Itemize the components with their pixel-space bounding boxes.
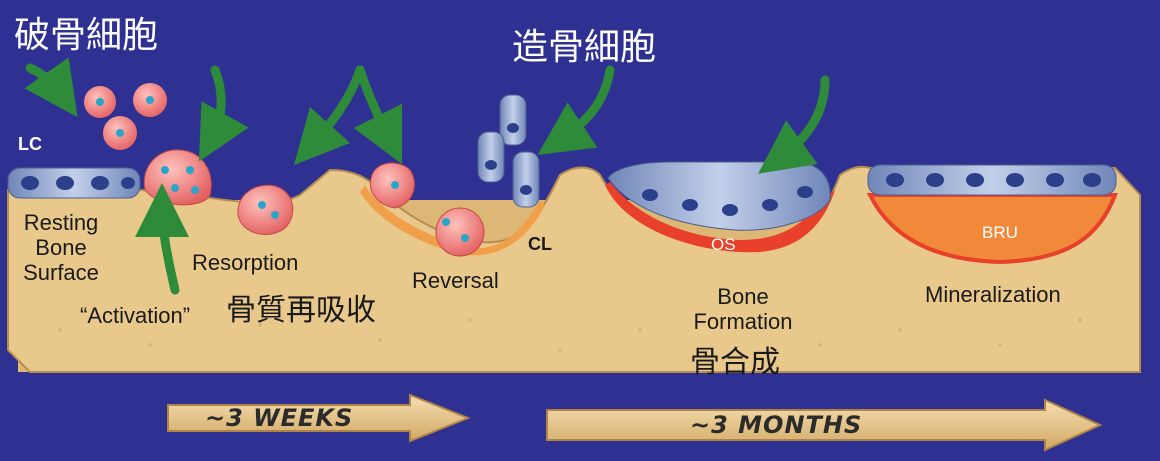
weeks-text: ~3 WEEKS — [205, 404, 353, 432]
formation-cjk-label: 骨合成 — [690, 337, 780, 381]
resting-label: Resting Bone Surface — [22, 210, 100, 285]
resorption-cjk-label: 骨質再吸收 — [226, 285, 376, 329]
resting-line-1: Resting — [22, 210, 100, 235]
os-label: OS — [711, 235, 736, 255]
resting-line-2: Bone — [22, 235, 100, 260]
formation-line-2: Formation — [678, 309, 808, 334]
reversal-label: Reversal — [412, 268, 499, 293]
lining-cells-resting — [8, 168, 140, 198]
cl-label: CL — [528, 234, 552, 255]
lining-cells-mineralization — [868, 165, 1116, 195]
formation-line-1: Bone — [678, 284, 808, 309]
bru-label: BRU — [982, 223, 1018, 243]
lc-label: LC — [18, 134, 42, 155]
activation-label: “Activation” — [80, 303, 190, 328]
bone-formation-label: Bone Formation — [678, 284, 808, 334]
osteoblast-title: 造骨細胞 — [512, 18, 656, 70]
osteoclast-title: 破骨細胞 — [14, 6, 158, 58]
months-text: ~3 MONTHS — [690, 411, 862, 439]
mineralization-label: Mineralization — [925, 282, 1061, 307]
resorption-label: Resorption — [192, 250, 298, 275]
resting-line-3: Surface — [22, 260, 100, 285]
